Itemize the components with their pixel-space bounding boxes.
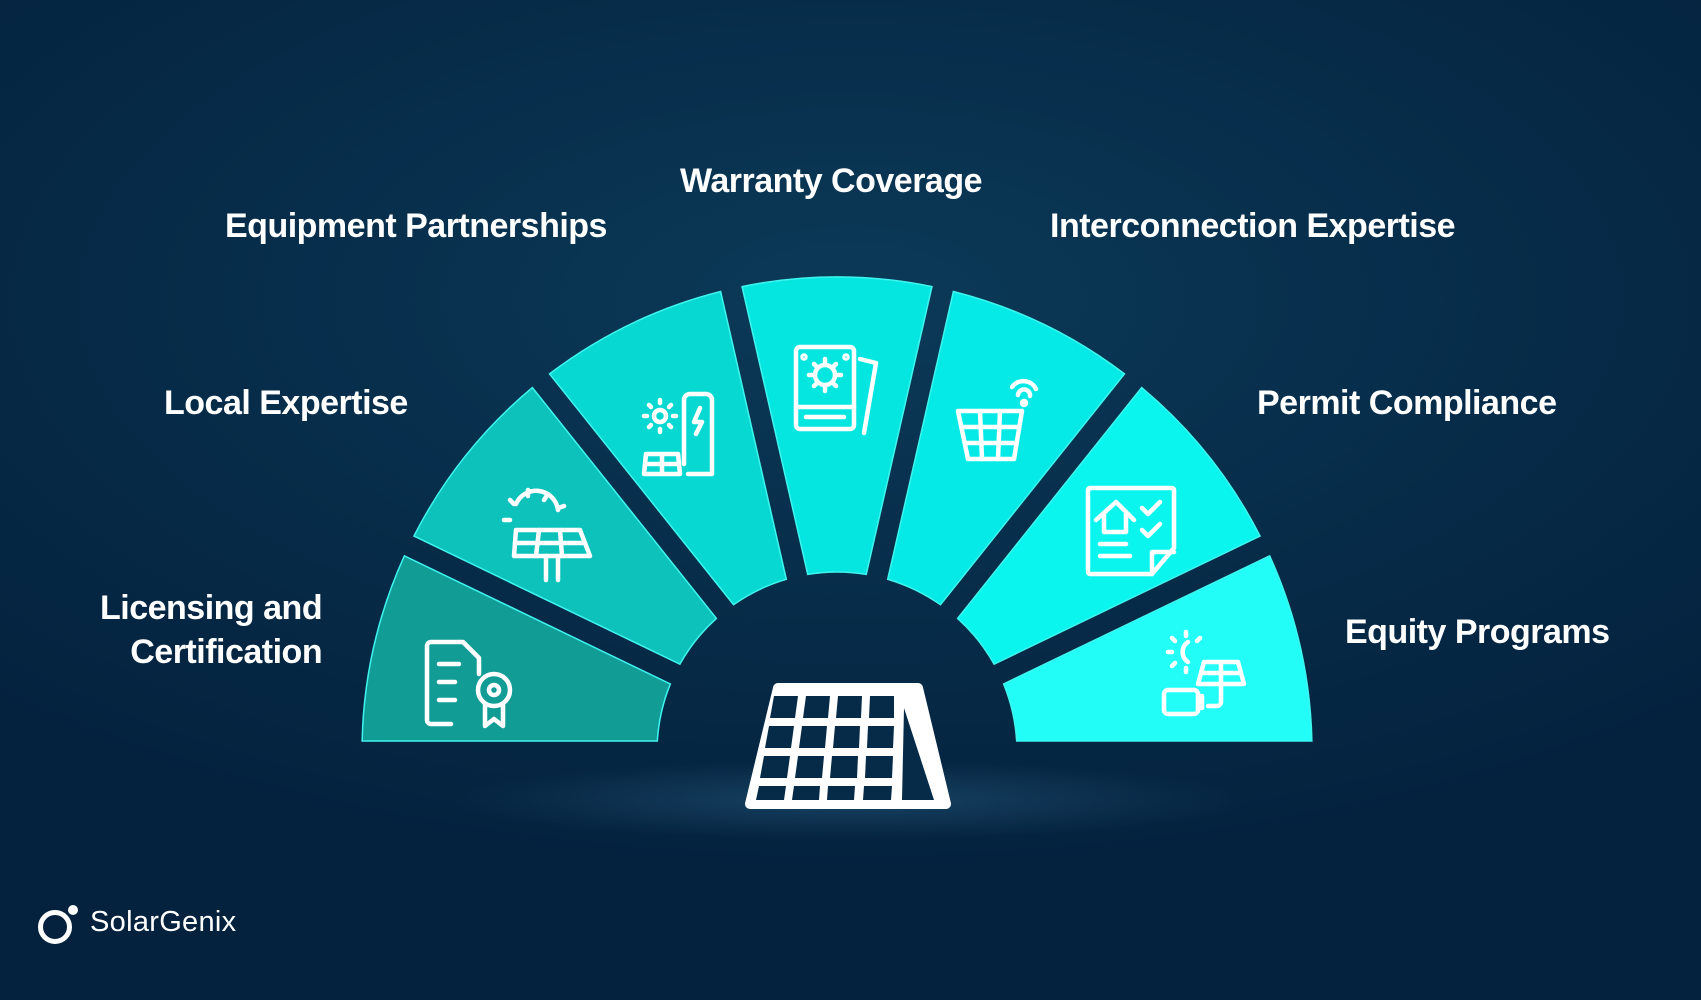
fan-segment <box>741 276 933 576</box>
fan-segment <box>361 554 672 742</box>
fan-segment <box>548 290 788 606</box>
label-permit-compliance: Permit Compliance <box>1257 384 1557 422</box>
label-equipment-partnerships: Equipment Partnerships <box>225 207 607 245</box>
label-line: Certification <box>130 633 323 671</box>
house-checklist-icon <box>1085 485 1177 577</box>
fan-segment <box>412 386 718 666</box>
logo-dot <box>68 905 78 915</box>
logo-mark-icon <box>36 902 80 944</box>
fan-segment <box>886 290 1126 606</box>
brand-logo: SolarGenix <box>36 902 237 944</box>
warranty-booklet-icon <box>793 344 879 436</box>
solar-charging-station-icon <box>641 391 715 477</box>
brand-name: SolarGenix <box>90 905 237 938</box>
label-local-expertise: Local Expertise <box>164 384 408 422</box>
certificate-document-icon <box>424 639 513 729</box>
solar-battery-icon <box>1161 629 1247 717</box>
solar-panel-icon <box>745 683 951 809</box>
label-equity-programs: Equity Programs <box>1345 613 1610 651</box>
segment-icons <box>424 344 1247 729</box>
label-line: Licensing and <box>100 589 323 627</box>
smart-basket-wifi-icon <box>955 378 1039 462</box>
fan-segment <box>956 386 1262 666</box>
label-licensing-and-certification: Licensing and Certification <box>100 586 323 674</box>
logo-ring <box>38 910 72 944</box>
fan-segments <box>361 276 1313 742</box>
label-interconnection-expertise: Interconnection Expertise <box>1050 207 1456 245</box>
solar-panel-sun-icon <box>501 487 593 583</box>
label-warranty-coverage: Warranty Coverage <box>680 162 983 200</box>
fan-segment <box>1002 554 1313 742</box>
